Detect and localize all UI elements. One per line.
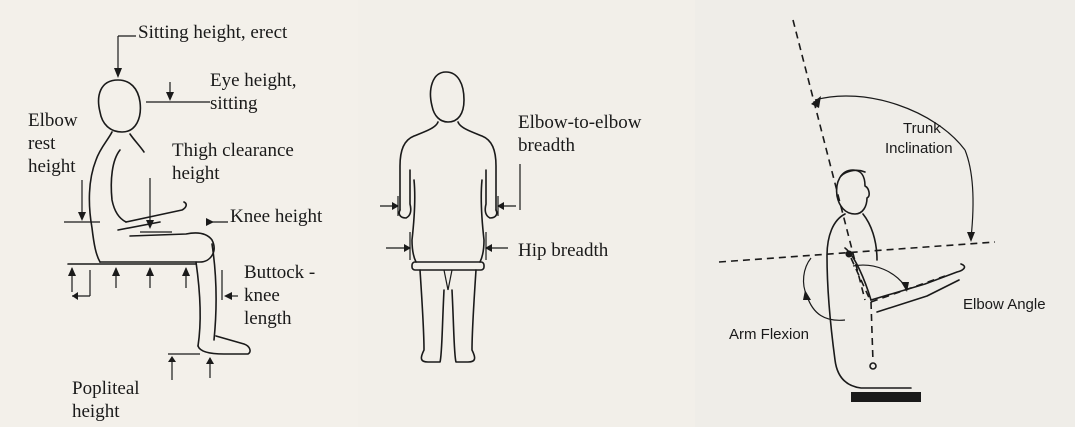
label-elbow-rest-line1: Elbow (28, 110, 78, 131)
label-buttock-knee-line2: knee (244, 285, 280, 306)
label-elbow-breadth-line2: breadth (518, 135, 575, 156)
label-thigh-clearance-line1: Thigh clearance (172, 140, 294, 161)
label-buttock-knee-line3: length (244, 308, 292, 329)
joint-angles-panel: Trunk Inclination Elbow Angle Arm Flexio… (695, 0, 1075, 427)
angles-figure-drawing (695, 0, 1075, 427)
label-arm-flexion: Arm Flexion (729, 326, 809, 343)
label-elbow-breadth-line1: Elbow-to-elbow (518, 112, 641, 133)
label-popliteal-line2: height (72, 401, 120, 422)
label-thigh-clearance-line2: height (172, 163, 220, 184)
label-popliteal-line1: Popliteal (72, 378, 140, 399)
rear-figure-drawing (358, 0, 695, 427)
label-sitting-height: Sitting height, erect (138, 22, 287, 43)
label-elbow-angle: Elbow Angle (963, 296, 1046, 313)
label-knee-height: Knee height (230, 206, 322, 227)
label-elbow-rest-line3: height (28, 156, 76, 177)
label-trunk-line1: Trunk (903, 120, 941, 137)
label-hip-breadth: Hip breadth (518, 240, 608, 261)
label-eye-height-line2: sitting (210, 93, 258, 114)
label-elbow-rest-line2: rest (28, 133, 55, 154)
label-eye-height-line1: Eye height, (210, 70, 297, 91)
seated-anthropometry-panel: Sitting height, erect Eye height, sittin… (0, 0, 358, 427)
breadth-anthropometry-panel: Elbow-to-elbow breadth Hip breadth (358, 0, 695, 427)
label-buttock-knee-line1: Buttock - (244, 262, 315, 283)
label-trunk-line2: Inclination (885, 140, 953, 157)
